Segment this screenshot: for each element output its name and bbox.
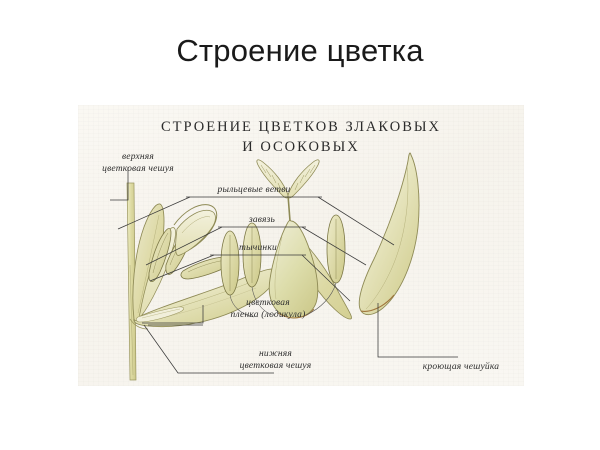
stigma-arm-left xyxy=(173,204,218,254)
bract-scale-right xyxy=(358,152,420,316)
label-stigma-branches: рыльцевые ветви xyxy=(217,185,291,195)
stamen-anther-1 xyxy=(148,228,172,283)
left-flower-specimen xyxy=(126,182,278,381)
leader-ovary-right xyxy=(301,226,367,266)
label-lodicule-line1: цветковая xyxy=(246,298,290,308)
label-lower-glume-line2: цветковая чешуя xyxy=(239,361,312,371)
stigma-branches-right xyxy=(256,159,320,199)
label-upper-glume-line2: цветковая чешуя xyxy=(102,164,174,174)
label-lower-glume: нижняя цветковая чешуя xyxy=(188,348,363,372)
leader-upper-glume xyxy=(110,167,129,201)
stem xyxy=(126,182,137,381)
label-upper-glume-line1: верхняя xyxy=(121,152,155,162)
label-bract-scale: кроющая чешуйка xyxy=(422,362,500,372)
label-lodicule-line2: пленка (лодикула) xyxy=(230,310,306,320)
leader-stamens-left xyxy=(149,254,215,282)
botanical-figure-panel: СТРОЕНИЕ ЦВЕТКОВ ЗЛАКОВЫХ И ОСОКОВЫХ xyxy=(78,105,524,386)
flower-structure-illustration xyxy=(110,152,458,381)
leader-ovary-left xyxy=(145,226,223,266)
stamen-anther-right-1 xyxy=(220,230,255,318)
figure-heading-line-2: И ОСОКОВЫХ xyxy=(242,139,360,155)
figure-heading-line-1: СТРОЕНИЕ ЦВЕТКОВ ЗЛАКОВЫХ xyxy=(161,119,441,135)
leader-lines xyxy=(110,167,458,374)
right-flower-specimen xyxy=(220,152,420,320)
label-stamens: тычинки xyxy=(239,243,277,253)
label-upper-glume: верхняя цветковая чешуя xyxy=(78,151,198,175)
leader-lodicule xyxy=(142,305,204,324)
leader-bract-scale xyxy=(377,303,458,358)
label-lower-glume-line1: нижняя xyxy=(258,349,293,359)
stem-vein xyxy=(129,264,134,376)
label-ovary: завязь xyxy=(248,215,276,225)
page-title: Строение цветка xyxy=(176,33,424,68)
leader-stamens-right xyxy=(301,254,351,302)
leader-stigma-left xyxy=(117,196,191,230)
label-lodicule: цветковая пленка (лодикула) xyxy=(203,297,333,321)
leader-lower-glume xyxy=(143,324,274,374)
leader-stigma-right xyxy=(317,196,395,246)
style-right xyxy=(287,194,291,222)
